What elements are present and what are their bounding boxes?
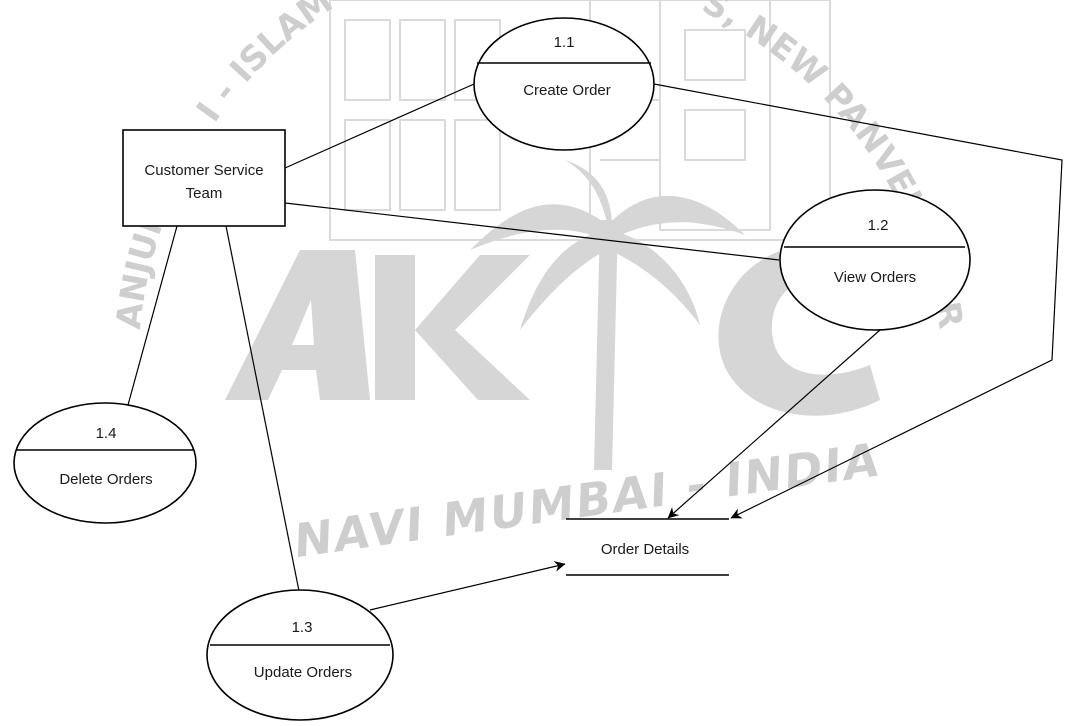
process-label: Create Order (523, 82, 611, 99)
flow-update-orders-to-order-details[interactable] (369, 561, 566, 611)
data-store-order-details[interactable]: Order Details (566, 518, 729, 576)
process-number: 1.1 (554, 34, 575, 51)
data-flows (127, 83, 1063, 611)
process-label: Delete Orders (59, 471, 152, 488)
watermark-logo-icon (225, 160, 900, 470)
process-number: 1.3 (292, 619, 313, 636)
process-1-3[interactable]: 1.3 Update Orders (206, 589, 394, 721)
process-1-1[interactable]: 1.1 Create Order (473, 17, 655, 151)
flow-view-orders-to-order-details[interactable] (667, 329, 881, 519)
process-number: 1.4 (96, 425, 117, 442)
process-1-2[interactable]: 1.2 View Orders (779, 189, 971, 331)
process-label: Update Orders (254, 664, 352, 681)
process-1-4[interactable]: 1.4 Delete Orders (13, 402, 197, 524)
entity-label-line2: Team (186, 185, 223, 202)
flow-entity-to-update-orders[interactable] (225, 225, 300, 592)
process-label: View Orders (834, 269, 916, 286)
watermark-bottom-text: NAVI MUMBAI - INDIA (293, 432, 881, 569)
flow-entity-to-view-orders[interactable] (284, 202, 780, 261)
flow-entity-to-delete-orders[interactable] (127, 225, 178, 406)
flow-entity-to-create-order[interactable] (284, 83, 475, 169)
external-entity-customer-service-team[interactable]: Customer Service Team (122, 129, 286, 227)
flow-create-order-to-order-details[interactable] (653, 83, 1063, 519)
process-number: 1.2 (868, 217, 889, 234)
entity-label-line1: Customer Service (144, 162, 263, 179)
data-store-label: Order Details (601, 541, 689, 558)
